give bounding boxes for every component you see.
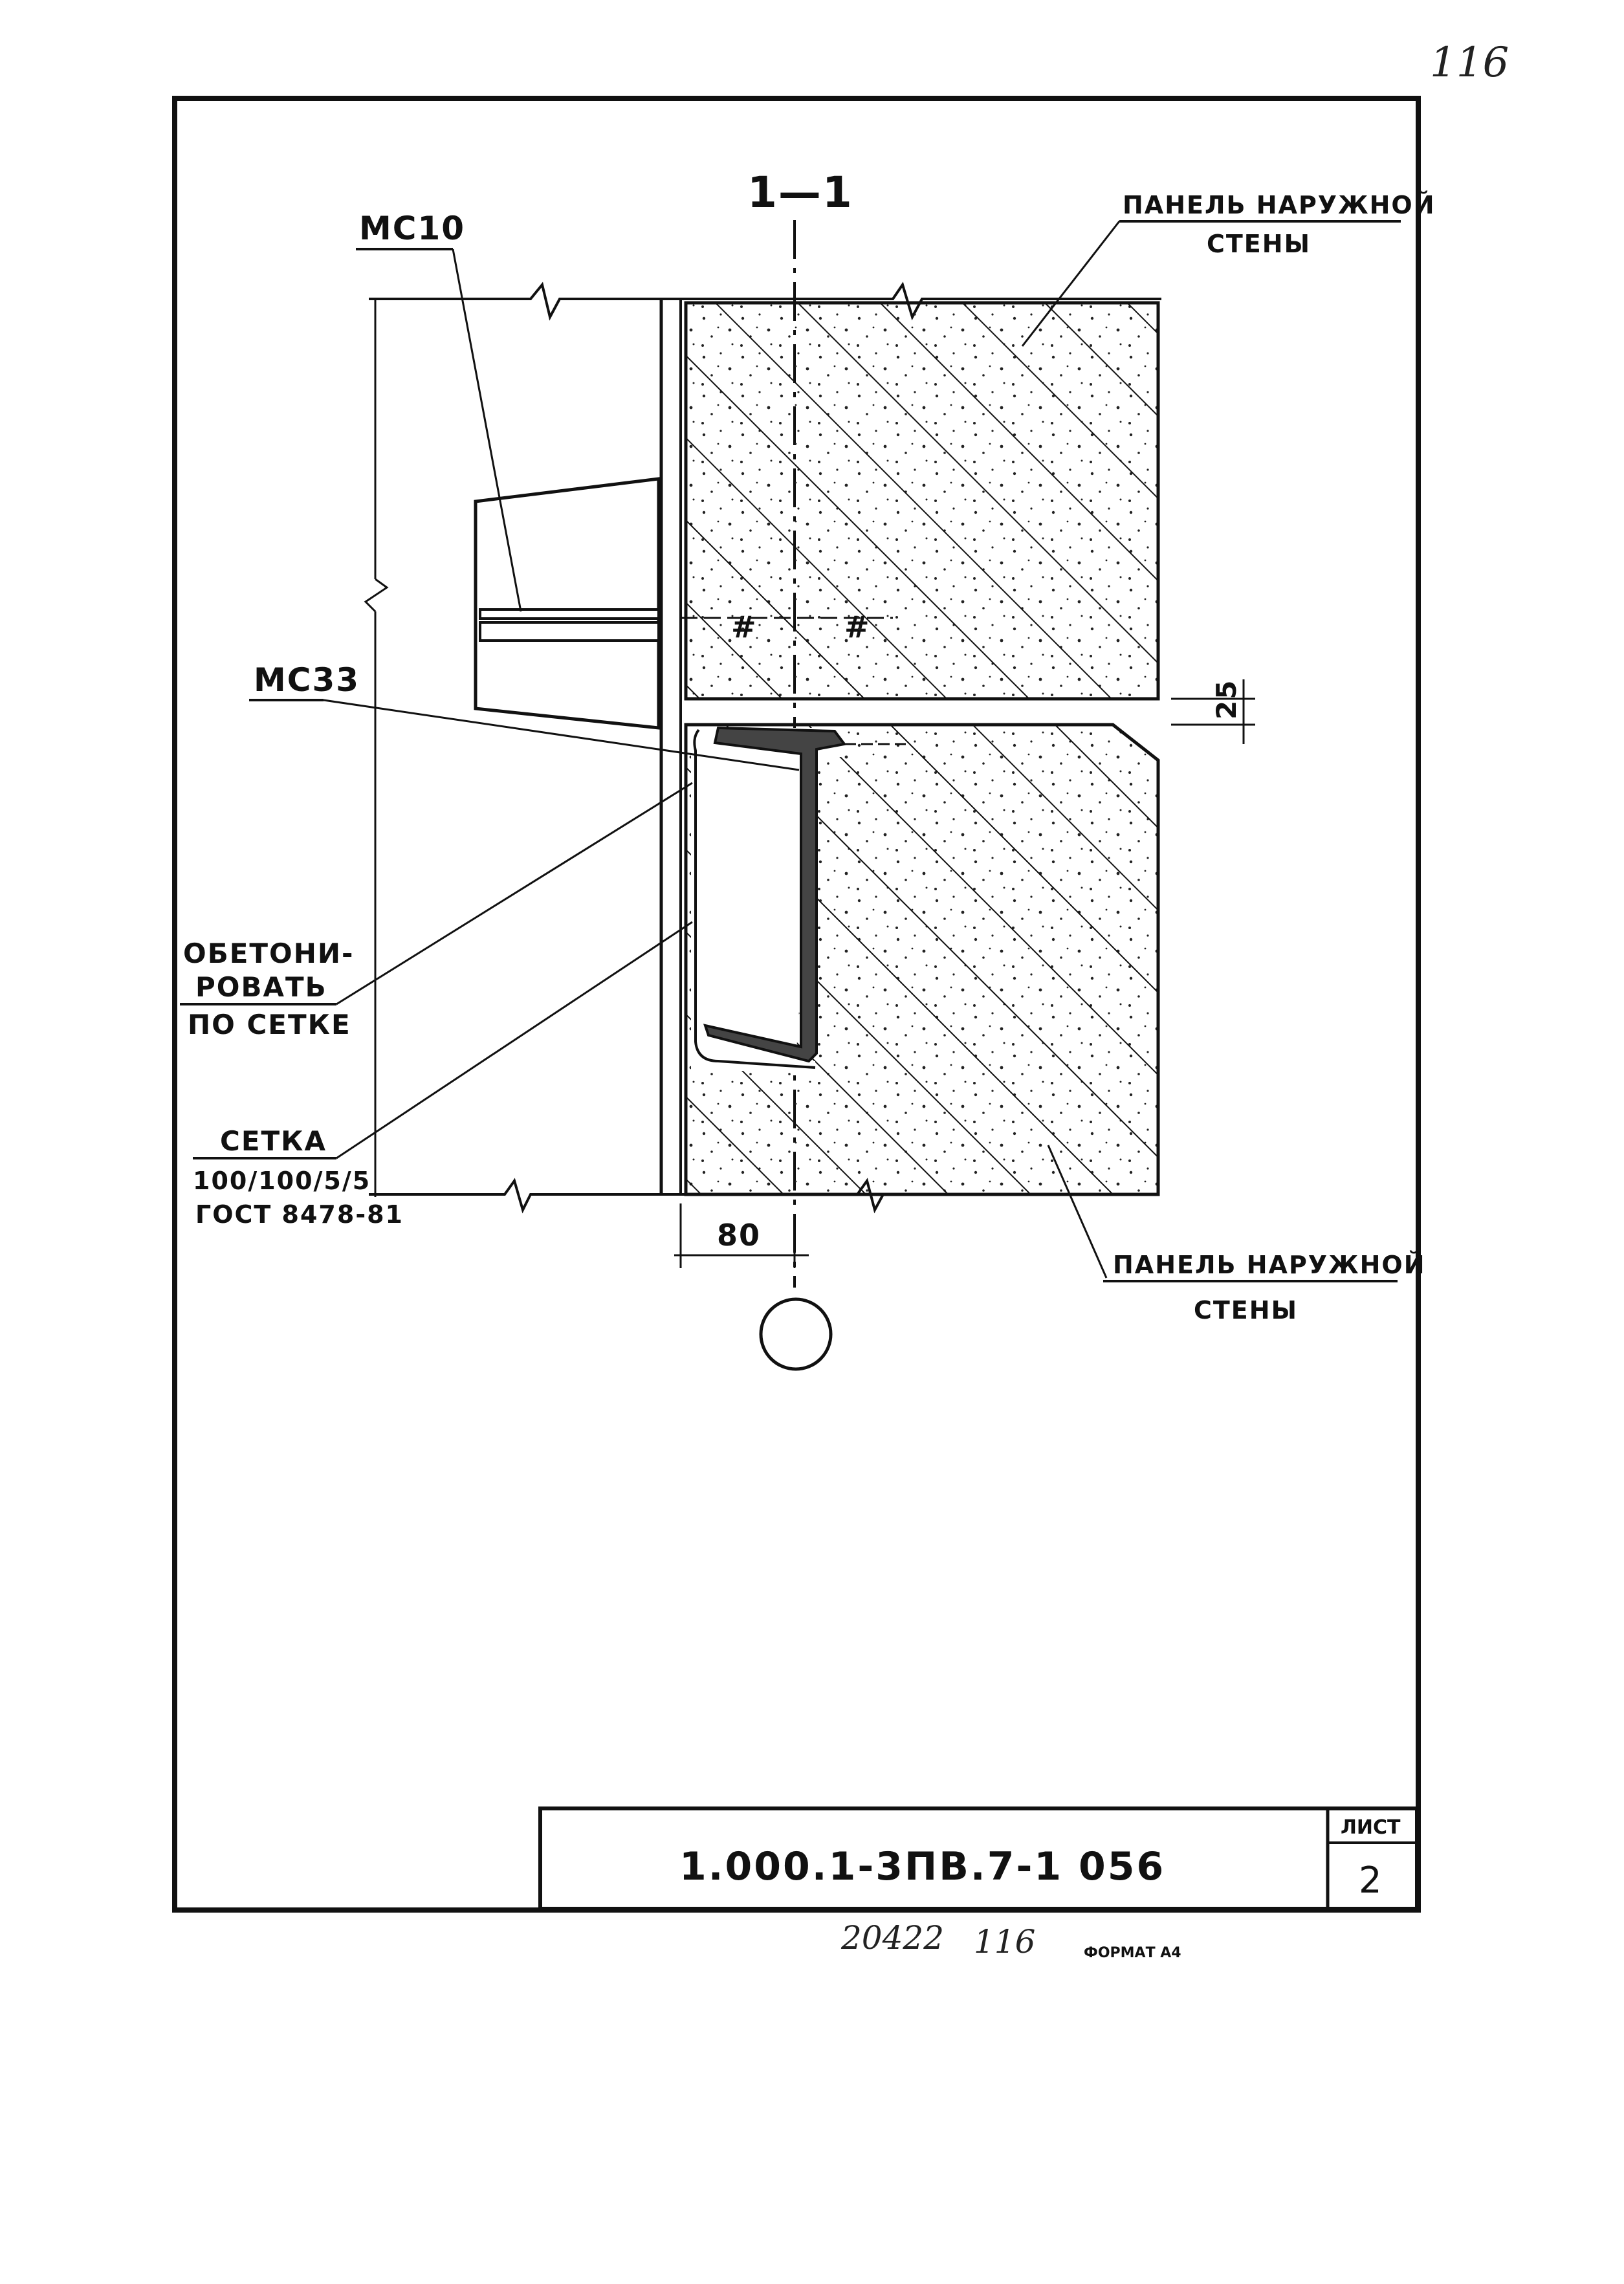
gap-dimension: 25	[1211, 679, 1242, 719]
label-concrete-line3: ПО СЕТКЕ	[188, 1009, 351, 1040]
label-mc10: МС10	[359, 210, 465, 247]
label-mesh-line1: СЕТКА	[220, 1125, 327, 1157]
section-mark: 1—1	[747, 168, 853, 217]
label-mesh-line2: 100/100/5/5	[193, 1167, 371, 1195]
label-mesh-line3: ГОСТ 8478-81	[195, 1200, 404, 1229]
mc10-leader	[452, 248, 522, 612]
label-panel-top-line2: СТЕНЫ	[1207, 230, 1311, 258]
format-label: ФОРМАТ А4	[1084, 1945, 1181, 1961]
upper-wall-panel-hatch	[686, 303, 1158, 699]
channel-mc33	[703, 726, 847, 1063]
document-code: 1.000.1-3ПВ.7-1 056	[679, 1844, 1165, 1889]
inventory-number: 20422	[840, 1919, 944, 1957]
panel-top-leader	[1021, 221, 1121, 347]
corner-note: 116	[1430, 39, 1509, 87]
left-break-symbol	[364, 578, 389, 613]
axis-bubble	[759, 1297, 833, 1371]
concrete-leader	[336, 782, 693, 1005]
upper-bracket	[474, 477, 661, 730]
label-panel-top-line1: ПАНЕЛЬ НАРУЖНОЙ	[1123, 191, 1436, 219]
sheet-number: 2	[1359, 1860, 1382, 1902]
channel-outline	[693, 729, 816, 1069]
title-block	[538, 1806, 1419, 1911]
label-concrete-line2: РОВАТЬ	[195, 971, 327, 1003]
mc33-leader	[323, 699, 800, 771]
label-panel-bottom-line2: СТЕНЫ	[1194, 1296, 1298, 1324]
bracket-plate-upper	[479, 608, 660, 620]
footer-page-number: 116	[974, 1923, 1035, 1960]
label-mc33: МС33	[254, 661, 360, 699]
bracket-plate-lower	[479, 621, 660, 642]
label-concrete-line1: ОБЕТОНИ-	[183, 938, 355, 969]
width-dimension: 80	[717, 1218, 761, 1253]
mesh-leader	[336, 921, 693, 1159]
label-panel-bottom-line1: ПАНЕЛЬ НАРУЖНОЙ	[1113, 1251, 1426, 1279]
sheet-label: ЛИСТ	[1341, 1816, 1401, 1839]
panel-bottom-leader	[1047, 1145, 1108, 1279]
